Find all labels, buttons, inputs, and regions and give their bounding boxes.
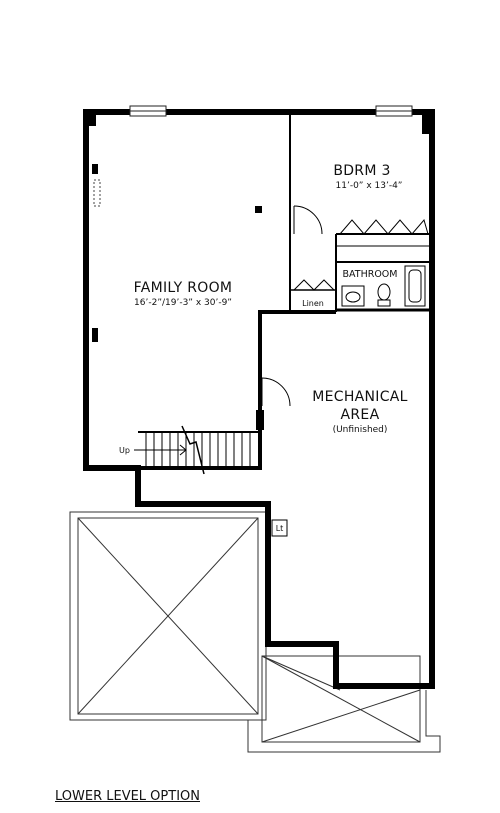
garage-area xyxy=(69,511,267,721)
exterior-walls xyxy=(83,109,435,689)
bedroom-walls xyxy=(289,115,429,312)
bathtub xyxy=(404,265,426,307)
sink xyxy=(341,285,365,307)
bedroom-name: BDRM 3 xyxy=(333,163,390,179)
mechanical-partition xyxy=(258,310,336,428)
stair-break-line xyxy=(181,425,205,475)
closet-bifold-doors xyxy=(339,218,429,235)
mechanical-door xyxy=(261,377,291,407)
family-room-name: FAMILY ROOM xyxy=(134,280,233,296)
plan-caption: LOWER LEVEL OPTION xyxy=(55,789,200,804)
partition-jog xyxy=(256,410,264,430)
porch-area xyxy=(247,655,441,753)
light-label: Lt xyxy=(276,524,284,533)
light-box xyxy=(271,519,288,537)
window-right xyxy=(375,105,413,117)
bathroom-name: BATHROOM xyxy=(343,269,398,280)
stair-enclosure xyxy=(138,428,262,470)
family-room-dims: 16’-2”/19’-3” x 30’-9” xyxy=(134,298,232,308)
stair-arrow xyxy=(134,444,187,456)
toilet xyxy=(377,283,391,307)
mechanical-note: (Unfinished) xyxy=(333,425,388,435)
bedroom-door xyxy=(293,205,323,235)
mechanical-name-line1: MECHANICAL xyxy=(312,389,408,405)
window-well xyxy=(93,179,101,207)
wall-details xyxy=(86,112,432,342)
mechanical-name-line2: AREA xyxy=(341,407,380,423)
window-left xyxy=(129,105,167,117)
linen-name: Linen xyxy=(302,299,324,308)
bathroom-walls xyxy=(336,261,429,312)
stair-up-label: Up xyxy=(119,446,130,455)
bedroom-dims: 11’-0” x 13’-4” xyxy=(336,181,403,191)
